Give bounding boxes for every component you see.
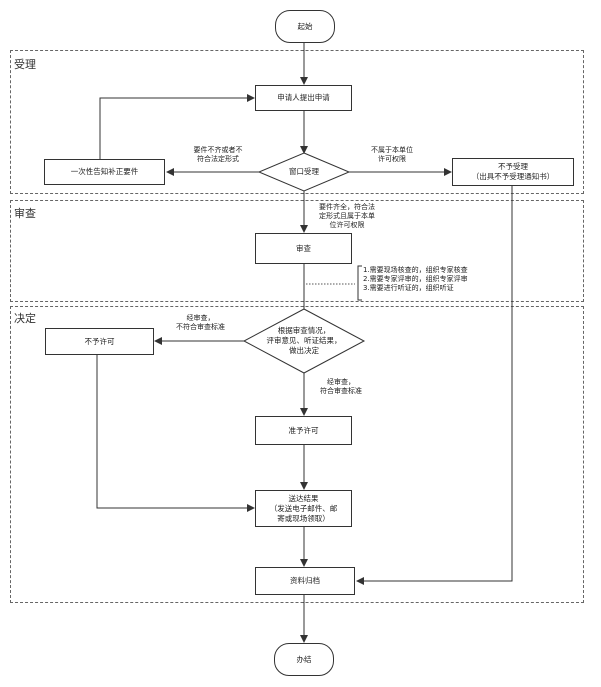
- apply-node: 申请人提出申请: [255, 85, 352, 111]
- section-accept: [10, 50, 584, 194]
- label-complete: 要件齐全，符合法 定形式且属于本单 位许可权限: [319, 203, 375, 229]
- label-incomplete: 要件不齐或者不 符合法定形式: [193, 146, 243, 163]
- decision-node: 根据审查情况， 评审意见、听证结果， 做出决定: [266, 326, 342, 355]
- arrow-reject-archive: [356, 185, 513, 585]
- window-node: 窗口受理: [289, 167, 319, 176]
- section-accept-title: 受理: [14, 58, 36, 71]
- label-fail: 经审查， 不符合审查标准: [176, 314, 225, 331]
- label-pass: 经审查， 符合审查标准: [320, 378, 362, 395]
- section-decide: [10, 306, 584, 603]
- reject-accept-node: 不予受理 （出具不予受理通知书）: [452, 158, 574, 186]
- decision-diamond: [242, 308, 366, 374]
- section-review: [10, 200, 584, 302]
- label-review-note: 1.需要现场核查的，组织专家核查 2.需要专家评审的，组织专家评审 3.需要进行…: [363, 266, 468, 292]
- section-decide-title: 决定: [14, 312, 36, 325]
- review-note-bracket: [357, 265, 362, 301]
- archive-node: 资料归档: [255, 567, 355, 595]
- arrow-supplement-apply: [99, 94, 255, 159]
- supplement-node: 一次性告知补正要件: [44, 159, 165, 185]
- approve-node: 准予许可: [255, 416, 352, 445]
- window-diamond: [257, 152, 351, 192]
- start-node: 起始: [275, 10, 335, 43]
- label-not-scope: 不属于本单位 许可权限: [371, 146, 413, 163]
- arrow-deny-deliver: [96, 355, 255, 512]
- deny-node: 不予许可: [45, 328, 154, 355]
- review-node: 审查: [255, 233, 352, 264]
- deliver-node: 送达结果 （发送电子邮件、邮 寄或现场领取）: [255, 490, 352, 527]
- end-node: 办结: [274, 643, 334, 676]
- section-review-title: 审查: [14, 207, 36, 220]
